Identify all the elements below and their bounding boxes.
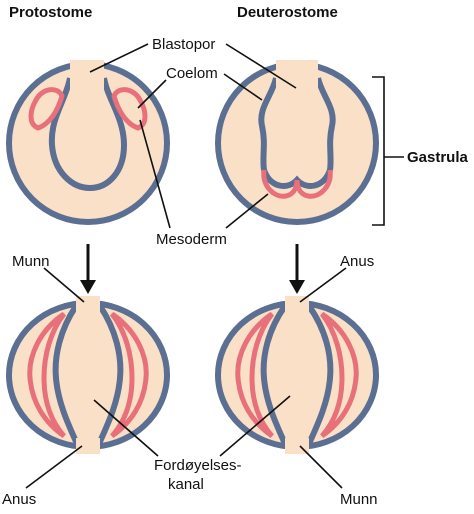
archenteron (258, 77, 336, 189)
protostome-late-embryo (6, 296, 170, 454)
leader-munn-bottom (299, 445, 343, 489)
label-munn-top: Munn (12, 253, 50, 270)
mesoderm-outpocket-right (294, 169, 333, 199)
label-blastopor: Blastopor (152, 36, 215, 53)
leader-mesoderm-right (225, 193, 269, 229)
leader-gut-left (93, 399, 159, 457)
blastopore-opening (70, 60, 104, 90)
label-gastrula: Gastrula (407, 149, 469, 166)
gut-wall-left (52, 304, 81, 448)
leader-anus-bottom (25, 445, 83, 489)
heading-deuterostome: Deuterostome (237, 4, 338, 21)
protostome-gastrula (6, 60, 170, 225)
leader-blastopor-left (89, 43, 149, 73)
leader-coelom-right (223, 73, 263, 101)
label-coelom: Coelom (166, 65, 218, 82)
gut-wall-left (260, 304, 289, 448)
gut-wall-right (305, 304, 334, 448)
archenteron (48, 77, 128, 192)
leader-gut-right (219, 395, 291, 457)
label-gut-line2: kanal (168, 476, 204, 493)
gastrula-bracket (372, 76, 385, 226)
deuterostome-late-embryo (215, 296, 379, 454)
leader-lines (25, 43, 347, 489)
coelom-right (109, 311, 149, 439)
leader-mesoderm-left (139, 119, 171, 229)
arrow-protostome (80, 244, 96, 294)
label-anus-top: Anus (340, 253, 374, 270)
label-munn-bottom: Munn (340, 491, 378, 508)
coelom-left (27, 311, 67, 439)
leader-munn-top (43, 267, 85, 303)
label-anus-bottom: Anus (2, 491, 36, 508)
arrow-deuterostome (289, 244, 305, 294)
mesoderm-pocket-right (111, 87, 148, 131)
anus-opening (76, 438, 100, 454)
leader-coelom-left (137, 79, 167, 109)
coelom-right (319, 311, 359, 439)
mesoderm-pocket-left (28, 87, 65, 131)
blastopore-opening (276, 60, 318, 90)
heading-protostome: Protostome (9, 4, 92, 21)
label-gut-line1: Fordøyelses- (154, 457, 242, 474)
leader-anus-top (299, 267, 347, 303)
coelom-left (235, 311, 275, 439)
deuterostome-gastrula (215, 60, 379, 225)
leader-blastopor-right (225, 43, 297, 89)
label-mesoderm: Mesoderm (156, 231, 227, 248)
gut-wall-right (95, 304, 124, 448)
